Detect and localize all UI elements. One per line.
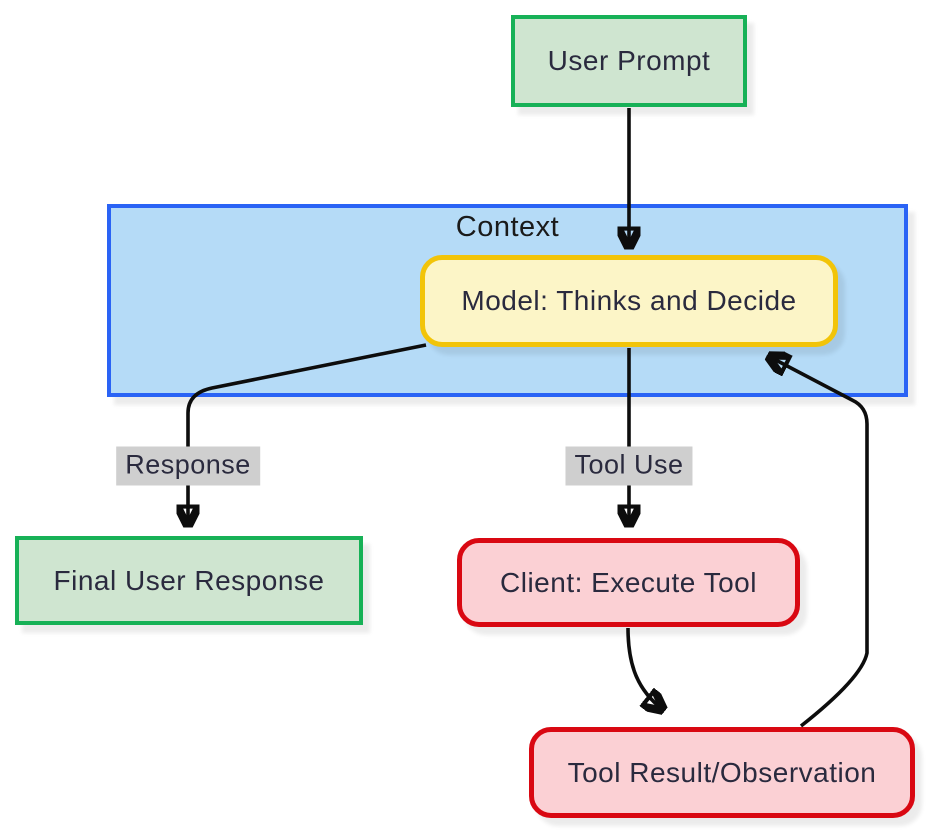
model-thinks-node: Model: Thinks and Decide bbox=[420, 255, 838, 347]
user-prompt-label: User Prompt bbox=[547, 45, 711, 76]
user-prompt-node: User Prompt bbox=[511, 15, 747, 107]
response-edge-label: Response bbox=[116, 446, 260, 486]
tool-use-edge-label: Tool Use bbox=[565, 446, 693, 486]
client-execute-tool-node: Client: Execute Tool bbox=[457, 538, 800, 627]
context-container-title: Context bbox=[455, 211, 560, 243]
edge-client-to-tool-result-arrow bbox=[626, 627, 662, 709]
final-user-response-label: Final User Response bbox=[53, 564, 325, 596]
tool-result-observation-node: Tool Result/Observation bbox=[529, 727, 915, 818]
client-execute-tool-label: Client: Execute Tool bbox=[500, 566, 757, 598]
tool-result-observation-label: Tool Result/Observation bbox=[567, 756, 877, 788]
final-user-response-node: Final User Response bbox=[15, 536, 363, 625]
model-thinks-label: Model: Thinks and Decide bbox=[461, 285, 797, 316]
